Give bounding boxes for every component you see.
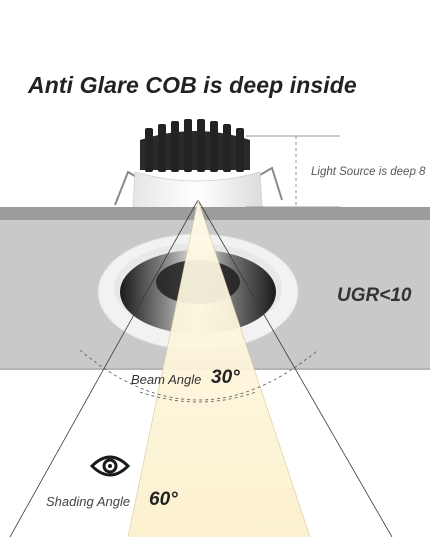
ceiling-top-edge — [0, 207, 430, 220]
beam-line-right — [197, 199, 311, 537]
depth-label: Light Source is deep 8 — [311, 166, 426, 178]
page-title: Anti Glare COB is deep inside — [28, 72, 357, 98]
beam-angle-label: Beam Angle — [131, 372, 202, 387]
shading-angle-arc — [79, 349, 319, 401]
shading-line-right — [197, 199, 393, 537]
beam-angle-arc — [139, 391, 257, 403]
heatsink — [140, 119, 250, 172]
beam-cone — [128, 200, 310, 537]
beam-line-left — [127, 199, 199, 537]
beam-angle-value: 30° — [211, 367, 240, 388]
ugr-label: UGR<10 — [337, 285, 412, 306]
eye-icon — [90, 455, 130, 477]
shading-angle-value: 60° — [149, 489, 178, 510]
shading-angle-label: Shading Angle — [46, 494, 131, 509]
lamp-body — [132, 171, 263, 209]
